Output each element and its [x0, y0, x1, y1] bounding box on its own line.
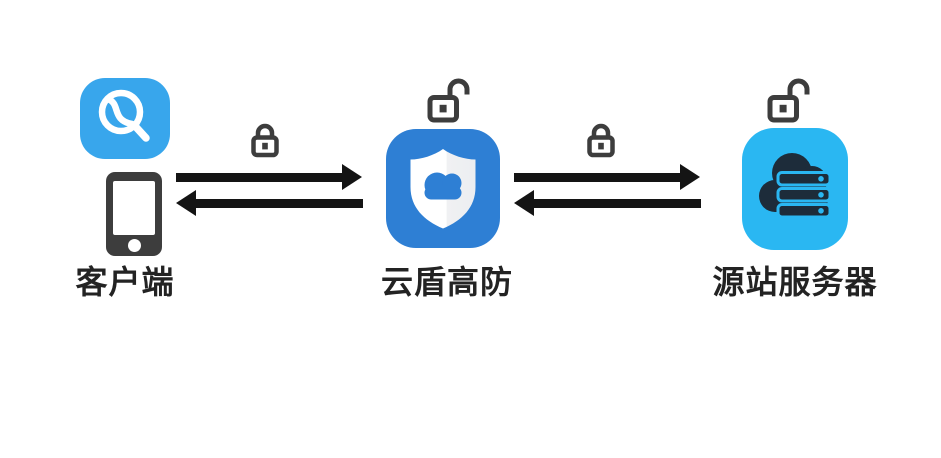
phone-home-button [127, 239, 141, 252]
browser-app-icon [80, 78, 170, 159]
cloud-server-icon [742, 128, 848, 250]
phone-icon [106, 172, 162, 256]
arrow-shaft [514, 172, 680, 182]
arrowhead-right-icon [680, 164, 700, 190]
client-label: 客户端 [75, 264, 175, 300]
cloud-glyph [424, 172, 462, 200]
arrow-client-to-shield [176, 164, 362, 190]
locked-padlock-icon [587, 123, 615, 158]
arrow-shaft [196, 198, 363, 208]
arrow-shield-to-client [176, 190, 363, 216]
arrowhead-left-icon [514, 190, 534, 216]
unlocked-padlock-icon [767, 78, 810, 123]
unlocked-padlock-icon [427, 78, 470, 123]
shield-cloud-icon [386, 129, 500, 248]
locked-padlock-icon [251, 123, 279, 158]
origin-server-label: 源站服务器 [712, 264, 878, 300]
arrowhead-right-icon [342, 164, 362, 190]
phone-screen [113, 181, 155, 235]
arrow-shield-to-server [514, 164, 700, 190]
arrow-server-to-shield [514, 190, 701, 216]
arrow-shaft [534, 198, 701, 208]
arrowhead-left-icon [176, 190, 196, 216]
server-rack-glyph [776, 171, 832, 219]
arrow-shaft [176, 172, 342, 182]
cloud-shield-label: 云盾高防 [380, 264, 513, 300]
